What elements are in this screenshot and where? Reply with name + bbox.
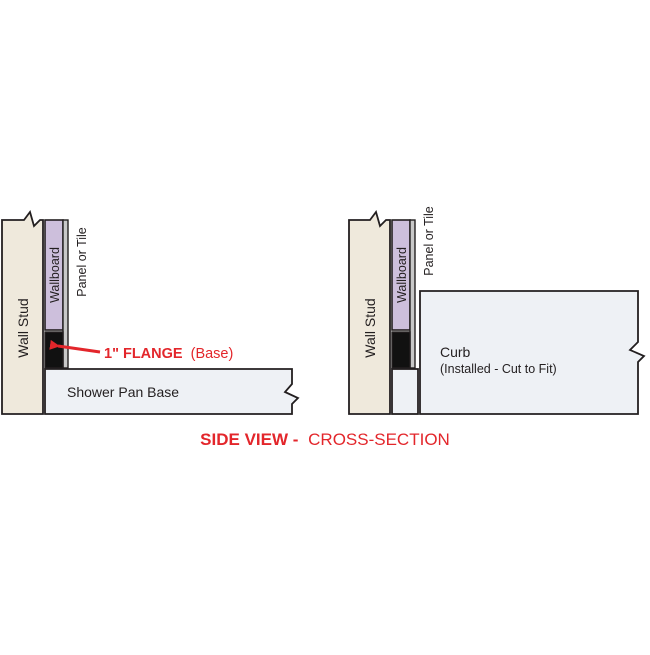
right-flange bbox=[391, 331, 411, 369]
flange-callout: 1" FLANGE (Base) bbox=[104, 346, 233, 362]
flange-callout-paren: (Base) bbox=[191, 346, 234, 362]
flange-callout-bold: 1" FLANGE bbox=[104, 346, 183, 362]
left-wall-stud-label: Wall Stud bbox=[15, 298, 31, 357]
caption-bold: SIDE VIEW - bbox=[200, 430, 298, 449]
right-panel-strip bbox=[409, 219, 416, 369]
diagram-caption: SIDE VIEW - CROSS-SECTION bbox=[200, 430, 450, 449]
left-panel-label: Panel or Tile bbox=[75, 227, 89, 297]
shower-pan-base-label: Shower Pan Base bbox=[67, 384, 179, 400]
curb-sublabel: (Installed - Cut to Fit) bbox=[440, 362, 557, 376]
right-base bbox=[391, 368, 419, 415]
flange-arrow bbox=[49, 339, 101, 354]
right-wall-stud bbox=[348, 210, 391, 415]
right-wall-stud-label: Wall Stud bbox=[362, 298, 378, 357]
curb bbox=[419, 290, 646, 415]
left-wallboard-label: Wallboard bbox=[48, 247, 62, 303]
left-diagram: Wall Stud Wallboard Panel or Tile 1" FLA… bbox=[1, 210, 300, 415]
left-wall-stud bbox=[1, 210, 44, 415]
right-diagram: Wall Stud Wallboard Panel or Tile Curb (… bbox=[348, 206, 646, 415]
left-flange bbox=[44, 331, 64, 369]
right-wallboard-label: Wallboard bbox=[395, 247, 409, 303]
left-panel-strip bbox=[62, 219, 69, 369]
right-panel-label: Panel or Tile bbox=[422, 206, 436, 276]
shower-pan-base bbox=[44, 368, 300, 415]
caption-normal: CROSS-SECTION bbox=[308, 430, 450, 449]
curb-label: Curb bbox=[440, 344, 471, 360]
